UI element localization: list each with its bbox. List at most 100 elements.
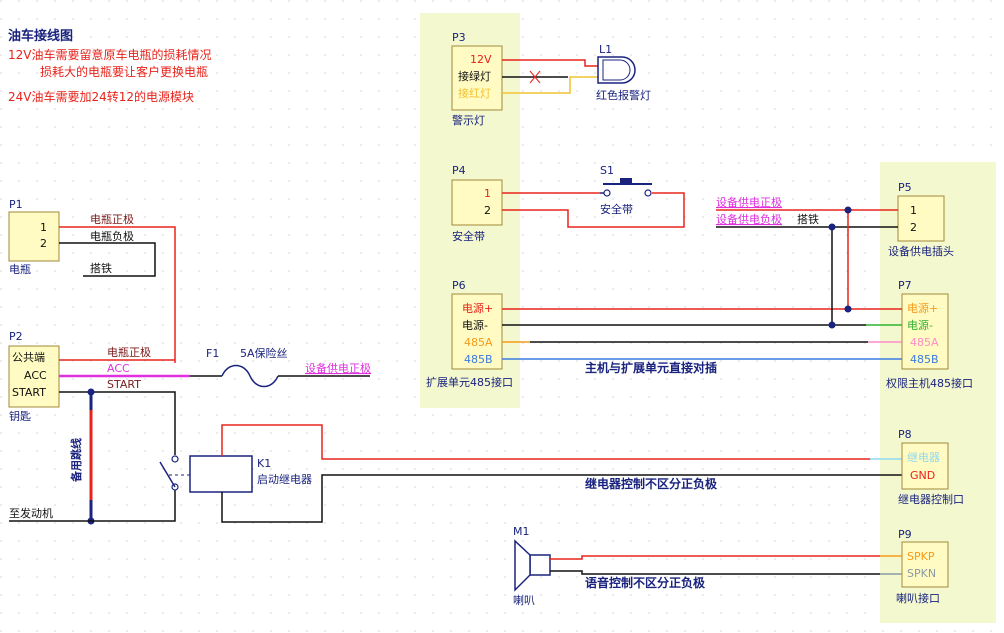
p4-pin1: 1 (484, 187, 491, 200)
s1-ref: S1 (600, 164, 614, 177)
wire-relay-red (221, 424, 870, 460)
p7-pin-pwr-neg: 电源- (907, 318, 933, 332)
p6-pin-pwr-pos: 电源+ (462, 301, 493, 315)
p3-ref: P3 (452, 31, 466, 44)
connector-p5: P5 1 2 设备供电插头 (888, 181, 954, 258)
p6-ref: P6 (452, 279, 466, 292)
annotation-direct: 主机与扩展单元直接对插 (585, 360, 717, 375)
p9-ref: P9 (898, 528, 912, 541)
p5-pin1: 1 (910, 204, 917, 217)
wire-bat-pos (59, 226, 176, 363)
p1-name: 电瓶 (9, 262, 31, 276)
m1-name: 喇叭 (513, 593, 535, 607)
diagram-title: 油车接线图 (8, 28, 73, 44)
p6-body (451, 293, 503, 370)
p4-body (451, 179, 503, 226)
wire-light-12v (502, 59, 598, 67)
label-dev-pos: 设备供电正极 (305, 361, 371, 375)
p9-pin-spkn: SPKN (907, 567, 936, 580)
p8-ref: P8 (898, 428, 912, 441)
p1-pin1: 1 (40, 221, 47, 234)
p8-pin-gnd: GND (910, 469, 935, 482)
annotation-speaker: 语音控制不区分正负极 (585, 575, 706, 590)
p2-pin-acc: ACC (24, 369, 47, 382)
speaker-cone (514, 539, 531, 592)
switch-contact-top (171, 455, 179, 463)
l1-ref: L1 (599, 43, 612, 56)
wire-relay-black (221, 474, 902, 523)
p7-pin-485b: 485B (910, 353, 939, 366)
p6-pin-485a: 485A (464, 336, 493, 349)
p1-body (8, 211, 60, 262)
wire-start (59, 391, 176, 455)
p7-ref: P7 (898, 279, 912, 292)
p8-pin-relay: 继电器 (907, 451, 940, 464)
p3-pin-red: 接红灯 (458, 87, 491, 100)
p9-pin-spkp: SPKP (907, 550, 935, 563)
m1-ref: M1 (513, 525, 530, 538)
p2-pin-start: START (12, 386, 46, 399)
f1-name: 5A保险丝 (240, 346, 288, 360)
f1-ref: F1 (206, 347, 219, 360)
connector-p3: P3 12V 接绿灯 接红灯 警示灯 (451, 31, 503, 127)
p2-ref: P2 (9, 330, 23, 343)
note-line-2: 损耗大的电瓶要让客户更换电瓶 (40, 64, 208, 79)
p9-name: 喇叭接口 (896, 591, 940, 605)
p6-name: 扩展单元485接口 (426, 375, 513, 389)
p2-name: 钥匙 (9, 409, 31, 423)
p1-ref: P1 (9, 198, 23, 211)
label-ground2: 搭铁 (797, 213, 819, 226)
label-dev-pos2: 设备供电正极 (716, 195, 782, 209)
p8-body (901, 442, 949, 490)
label-acc: ACC (107, 362, 130, 375)
label-bat-neg: 电瓶负极 (90, 229, 134, 243)
wire-belt-loop (502, 192, 685, 228)
relay-coil (189, 455, 253, 493)
annotation-relay: 继电器控制不区分正负极 (585, 476, 718, 491)
p7-pin-pwr-pos: 电源+ (907, 301, 938, 315)
p6-pin-485b: 485B (464, 353, 493, 366)
label-ground: 搭铁 (90, 262, 112, 275)
note-line-1: 12V油车需要留意原车电瓶的损耗情况 (8, 47, 211, 62)
wire-speaker-red (550, 555, 880, 560)
p5-ref: P5 (898, 181, 912, 194)
s1-name: 安全带 (600, 202, 633, 216)
wire-bat-neg (59, 242, 156, 277)
p3-pin-12v: 12V (470, 53, 492, 66)
no-connect-mark-b (529, 70, 541, 84)
label-start: START (107, 378, 141, 391)
k1-ref: K1 (257, 457, 271, 470)
label-bat-pos2: 电瓶正极 (107, 345, 151, 359)
connector-p8: P8 继电器 GND 继电器控制口 (898, 428, 964, 506)
label-bat-pos: 电瓶正极 (90, 212, 134, 226)
connector-p7: P7 电源+ 电源- 485A 485B 权限主机485接口 (886, 279, 973, 390)
l1-name: 红色报警灯 (596, 88, 651, 102)
p8-name: 继电器控制口 (898, 492, 964, 506)
note-line-3: 24V油车需要加24转12的电源模块 (8, 89, 194, 104)
p5-name: 设备供电插头 (888, 244, 954, 258)
junction-dev-neg-top (828, 223, 836, 231)
connector-p9: P9 SPKP SPKN 喇叭接口 (896, 528, 949, 605)
p6-pin-pwr-neg: 电源- (462, 318, 488, 332)
p3-body (451, 45, 503, 111)
belt-contact-right (644, 189, 652, 197)
belt-switch-button (620, 178, 632, 184)
p5-pin2: 2 (910, 221, 917, 234)
p1-pin2: 2 (40, 237, 47, 250)
k1-name: 启动继电器 (257, 473, 312, 486)
p4-pin2: 2 (484, 204, 491, 217)
wire-light-red (502, 76, 598, 94)
wire-speaker-black (550, 570, 880, 575)
belt-contact-left (603, 189, 611, 197)
p3-name: 警示灯 (452, 113, 485, 127)
p4-ref: P4 (452, 164, 466, 177)
junction-dev-neg-bus (828, 321, 836, 329)
speaker-body (529, 554, 551, 576)
p5-body (897, 195, 945, 242)
connector-p4: P4 1 2 安全带 (451, 164, 503, 243)
warning-lamp-symbol (597, 56, 636, 84)
switch-blade (159, 461, 176, 488)
p7-name: 权限主机485接口 (886, 376, 973, 390)
wire-engine (9, 490, 176, 522)
p3-pin-green: 接绿灯 (458, 69, 491, 83)
